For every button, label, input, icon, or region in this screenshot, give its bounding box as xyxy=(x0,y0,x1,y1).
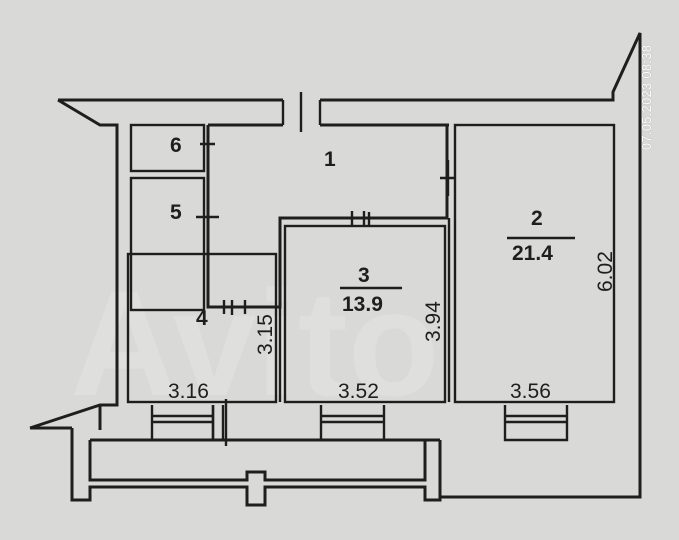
room-1-number: 1 xyxy=(324,148,336,171)
room-3-outline xyxy=(283,224,447,404)
room-3-length: 3.94 xyxy=(422,301,445,342)
room-6-outline xyxy=(129,123,206,173)
room-5-number: 5 xyxy=(170,201,182,224)
photo-timestamp: 07.05.2023 08:38 xyxy=(640,44,654,150)
room-2-area: 21.4 xyxy=(512,242,553,265)
room-2-width: 3.56 xyxy=(510,380,551,403)
room-2-number: 2 xyxy=(531,207,543,230)
room-4-outline xyxy=(126,252,278,404)
room-4-number: 4 xyxy=(196,307,208,330)
outer-walls xyxy=(29,32,642,502)
room-2-length: 6.02 xyxy=(594,251,617,292)
room-3-number: 3 xyxy=(358,264,370,287)
room-2-outline xyxy=(453,123,616,404)
room-3-width: 3.52 xyxy=(338,380,379,403)
room-4-width: 3.16 xyxy=(168,380,209,403)
room-5-outline xyxy=(129,176,206,312)
room-6-number: 6 xyxy=(170,134,182,157)
room-4-length: 3.15 xyxy=(254,314,277,355)
room-3-area: 13.9 xyxy=(342,293,383,316)
balcony xyxy=(70,428,442,507)
